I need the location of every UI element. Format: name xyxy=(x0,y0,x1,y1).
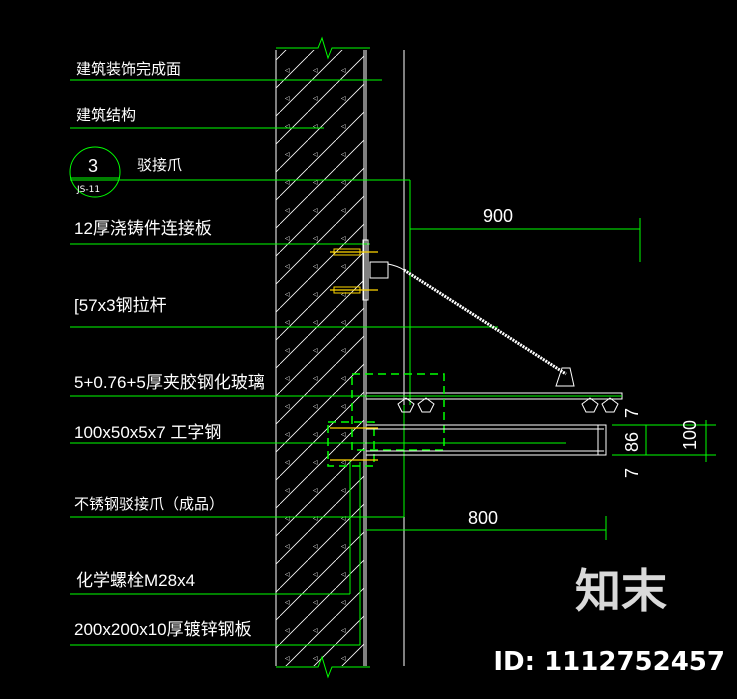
detail-boundary xyxy=(327,373,445,467)
dim-7-bottom: 7 xyxy=(622,468,642,478)
label-i-beam: 100x50x5x7 工字钢 xyxy=(74,423,221,442)
spider-fittings xyxy=(397,397,619,413)
watermark-id: ID: 1112752457 xyxy=(493,647,725,677)
annotation-labels: 建筑装饰完成面 建筑结构 驳接爪 12厚浇铸件连接板 [57x3钢拉杆 5+0.… xyxy=(74,60,265,639)
dim-86: 86 xyxy=(622,432,642,452)
tie-rod xyxy=(403,268,575,387)
top-connection xyxy=(330,239,405,301)
dim-800: 800 xyxy=(468,508,498,528)
dim-100: 100 xyxy=(680,420,700,450)
dim-7-top: 7 xyxy=(622,408,642,418)
label-finish-surface: 建筑装饰完成面 xyxy=(76,60,181,78)
label-tie-rod: [57x3钢拉杆 xyxy=(74,296,167,315)
label-laminated-glass: 5+0.76+5厚夹胶钢化玻璃 xyxy=(74,373,265,392)
detail-callout xyxy=(69,146,121,198)
label-cast-plate: 12厚浇铸件连接板 xyxy=(74,219,212,238)
callout-sheet: JS-11 xyxy=(76,185,100,195)
dim-900: 900 xyxy=(483,206,513,226)
callout-text: 3 JS-11 xyxy=(76,156,100,195)
concrete-wall xyxy=(275,36,405,679)
glass-panel xyxy=(365,392,623,400)
label-chemical-bolt: 化学螺栓M28x4 xyxy=(76,571,195,590)
label-structure: 建筑结构 xyxy=(76,106,136,124)
watermark-logo: 知末 xyxy=(575,564,667,618)
steel-i-beam xyxy=(330,424,607,461)
callout-number: 3 xyxy=(88,156,98,176)
leader-lines xyxy=(70,79,566,646)
label-steel-plate: 200x200x10厚镀锌钢板 xyxy=(74,620,252,639)
dimension-lines xyxy=(366,218,716,540)
dimension-text: 900 800 100 86 7 7 xyxy=(468,206,700,528)
label-stainless-claw: 不锈钢驳接爪（成品） xyxy=(74,495,224,513)
label-spider-claw: 驳接爪 xyxy=(137,156,182,174)
